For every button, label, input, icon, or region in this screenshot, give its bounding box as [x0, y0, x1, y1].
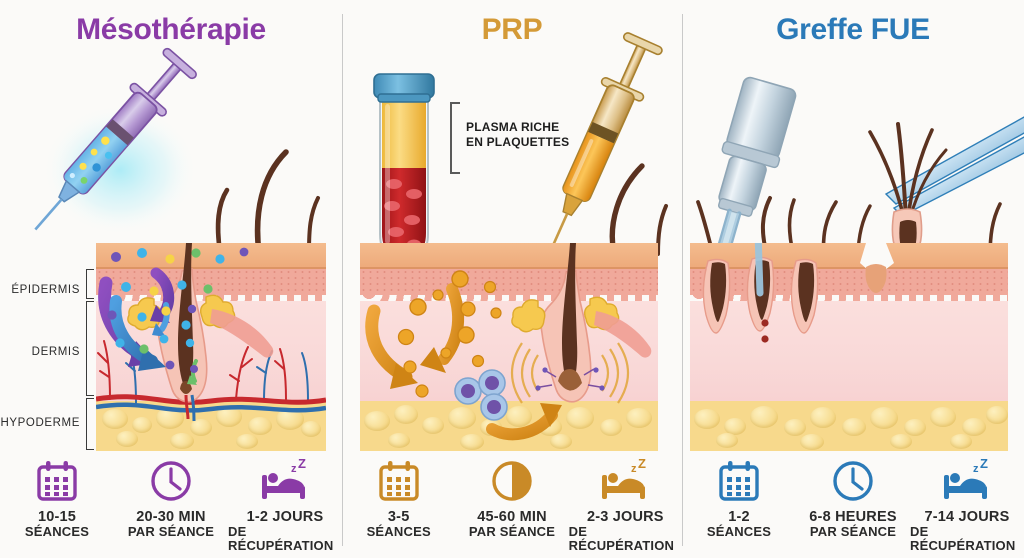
stat-value: 1-2 JOURS	[246, 508, 324, 525]
column-title-greffe-fue: Greffe FUE	[776, 13, 930, 46]
svg-text:z: z	[291, 463, 297, 475]
skin-epidermis-layer	[360, 269, 658, 295]
stat-recovery-prp: z Z 2-3 JOURS DE RÉCUPÉRATION	[568, 456, 682, 554]
stat-duration-mesotherapie: 20-30 MIN PAR SÉANCE	[114, 458, 228, 540]
stat-unit: PAR SÉANCE	[809, 523, 897, 539]
hair-strands-prp	[609, 163, 668, 257]
skin-cross-section-fue	[690, 243, 1008, 451]
stat-unit: PAR SÉANCE	[468, 523, 556, 539]
bracket-epidermis	[86, 269, 94, 299]
skin-cross-section-prp	[360, 243, 658, 451]
syringe-icon-prp	[548, 32, 663, 253]
plasma-bracket	[450, 102, 460, 174]
hair-strands-mesotherapie	[215, 149, 320, 256]
stat-value: 1-2	[728, 508, 750, 525]
stats-row-mesotherapie: 10-15 SÉANCES 20-30 MIN PAR SÉANCE	[0, 456, 342, 554]
stat-value: 6-8 HEURES	[809, 508, 897, 525]
skin-epidermis-layer	[690, 269, 1008, 295]
plasma-label-line2: EN PLAQUETTES	[466, 134, 570, 149]
stats-row-greffe-fue: 1-2 SÉANCES 6-8 HEURES PAR SÉANCE	[682, 456, 1024, 554]
column-divider-2	[682, 14, 683, 546]
stat-unit: DE RÉCUPÉRATION	[909, 523, 1016, 554]
svg-text:Z: Z	[298, 456, 306, 471]
stat-value: 20-30 MIN	[136, 508, 206, 525]
calendar-icon	[377, 458, 421, 504]
bracket-dermis	[86, 301, 94, 396]
half-circle-icon	[490, 458, 534, 504]
stat-unit: DE RÉCUPÉRATION	[568, 523, 675, 554]
bed-rest-icon: z Z	[940, 456, 994, 504]
plasma-label-line1: PLASMA RICHE	[466, 120, 560, 134]
stat-sessions-mesotherapie: 10-15 SÉANCES	[0, 458, 114, 540]
stat-unit: SÉANCES	[706, 523, 772, 539]
skin-cross-section-mesotherapie	[96, 243, 326, 451]
stat-value: 10-15	[37, 508, 77, 525]
stat-sessions-fue: 1-2 SÉANCES	[682, 458, 796, 540]
calendar-icon	[35, 458, 79, 504]
syringe-icon-mesotherapie	[34, 47, 197, 231]
stat-duration-prp: 45-60 MIN PAR SÉANCE	[455, 458, 568, 540]
skin-hypodermis-layer	[690, 401, 1008, 451]
plasma-label: PLASMA RICHE EN PLAQUETTES	[466, 120, 569, 149]
skin-surface	[96, 243, 326, 269]
stat-recovery-mesotherapie: z Z 1-2 JOURS DE RÉCUPÉRATION	[227, 456, 342, 554]
layer-label-epidermis: ÉPIDERMIS	[11, 284, 80, 296]
bed-rest-icon: z Z	[598, 456, 652, 504]
svg-text:Z: Z	[980, 456, 988, 471]
svg-text:z: z	[973, 463, 979, 475]
skin-hypodermis-layer	[360, 401, 658, 451]
stat-value: 7-14 JOURS	[924, 508, 1010, 525]
skin-surface	[360, 243, 658, 269]
layer-label-hypodermis: HYPODERME	[0, 417, 80, 429]
stat-unit: DE RÉCUPÉRATION	[227, 523, 334, 554]
column-greffe-fue: Greffe FUE	[682, 0, 1024, 558]
bracket-hypodermis	[86, 398, 94, 450]
stat-value: 3-5	[387, 508, 410, 525]
svg-text:Z: Z	[638, 456, 646, 471]
stat-value: 45-60 MIN	[477, 508, 547, 525]
layer-label-dermis: DERMIS	[31, 346, 80, 358]
svg-text:z: z	[631, 463, 637, 475]
calendar-icon	[717, 458, 761, 504]
column-mesotherapie: Mésothérapie	[0, 0, 342, 558]
stats-row-prp: 3-5 SÉANCES 45-60 MIN PAR SÉANCE	[342, 456, 682, 554]
skin-surface	[690, 243, 1008, 269]
injection-glow	[42, 104, 198, 236]
bed-rest-icon: z Z	[258, 456, 312, 504]
clock-icon	[831, 458, 875, 504]
stat-value: 2-3 JOURS	[586, 508, 664, 525]
clock-icon	[149, 458, 193, 504]
stat-sessions-prp: 3-5 SÉANCES	[342, 458, 455, 540]
blood-tube-icon	[373, 73, 435, 262]
stat-unit: SÉANCES	[366, 523, 431, 539]
column-divider-1	[342, 14, 343, 546]
stat-recovery-fue: z Z 7-14 JOURS DE RÉCUPÉRATION	[909, 456, 1024, 554]
skin-dermis-layer	[690, 301, 1008, 401]
stat-unit: PAR SÉANCE	[127, 523, 215, 539]
stat-unit: SÉANCES	[24, 523, 90, 539]
column-title-mesotherapie: Mésothérapie	[76, 13, 266, 46]
column-prp: PRP	[342, 0, 682, 558]
stat-duration-fue: 6-8 HEURES PAR SÉANCE	[796, 458, 910, 540]
column-title-prp: PRP	[481, 13, 543, 46]
